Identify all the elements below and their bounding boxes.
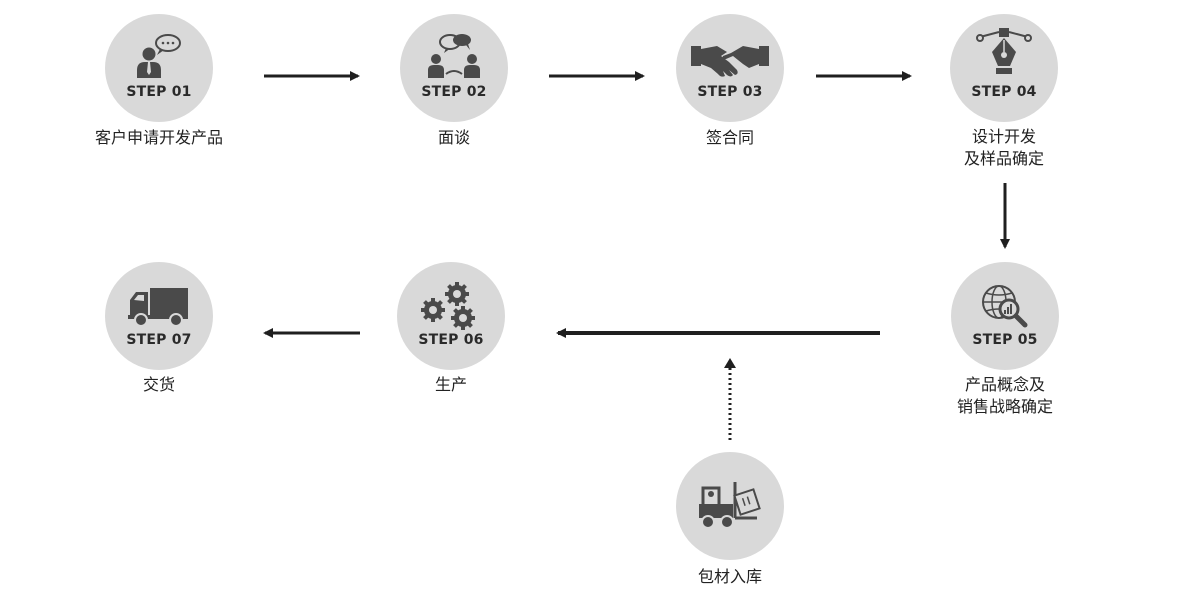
step-03-circle: STEP 03 <box>676 14 784 122</box>
handshake-icon <box>691 46 769 77</box>
gears-icon <box>421 282 475 330</box>
aux-caption: 包材入库 <box>697 567 762 586</box>
step-06-circle: STEP 06 <box>397 262 505 370</box>
meeting-icon <box>428 34 480 78</box>
step-02-label: STEP 02 <box>421 84 487 100</box>
step-04-label: STEP 04 <box>971 84 1037 100</box>
step-02-caption: 面谈 <box>437 128 470 147</box>
step-02-circle: STEP 02 <box>400 14 508 122</box>
arrow-aux-head <box>724 358 736 368</box>
step-01-caption: 客户申请开发产品 <box>94 128 223 147</box>
step-01-circle: STEP 01 <box>105 14 213 122</box>
step-04-caption: 设计开发 及样品确定 <box>963 127 1044 168</box>
forklift-icon <box>699 482 761 529</box>
customer-chat-icon <box>137 34 181 78</box>
aux-circle <box>676 452 784 560</box>
globe-search-icon <box>982 285 1028 328</box>
step-07-circle: STEP 07 <box>105 262 213 370</box>
step-06-label: STEP 06 <box>418 332 484 348</box>
step-04-circle: STEP 04 <box>950 14 1058 122</box>
step-05-caption: 产品概念及 销售战略确定 <box>956 375 1053 416</box>
truck-icon <box>128 288 188 327</box>
step-03-label: STEP 03 <box>697 84 763 100</box>
step-05-label: STEP 05 <box>972 332 1038 348</box>
step-07-label: STEP 07 <box>126 332 192 348</box>
step-07-caption: 交货 <box>142 375 175 394</box>
step-06-caption: 生产 <box>434 375 467 394</box>
pen-tool-icon <box>976 28 1032 74</box>
step-01-label: STEP 01 <box>126 84 192 100</box>
step-03-caption: 签合同 <box>705 128 754 147</box>
step-05-circle: STEP 05 <box>951 262 1059 370</box>
